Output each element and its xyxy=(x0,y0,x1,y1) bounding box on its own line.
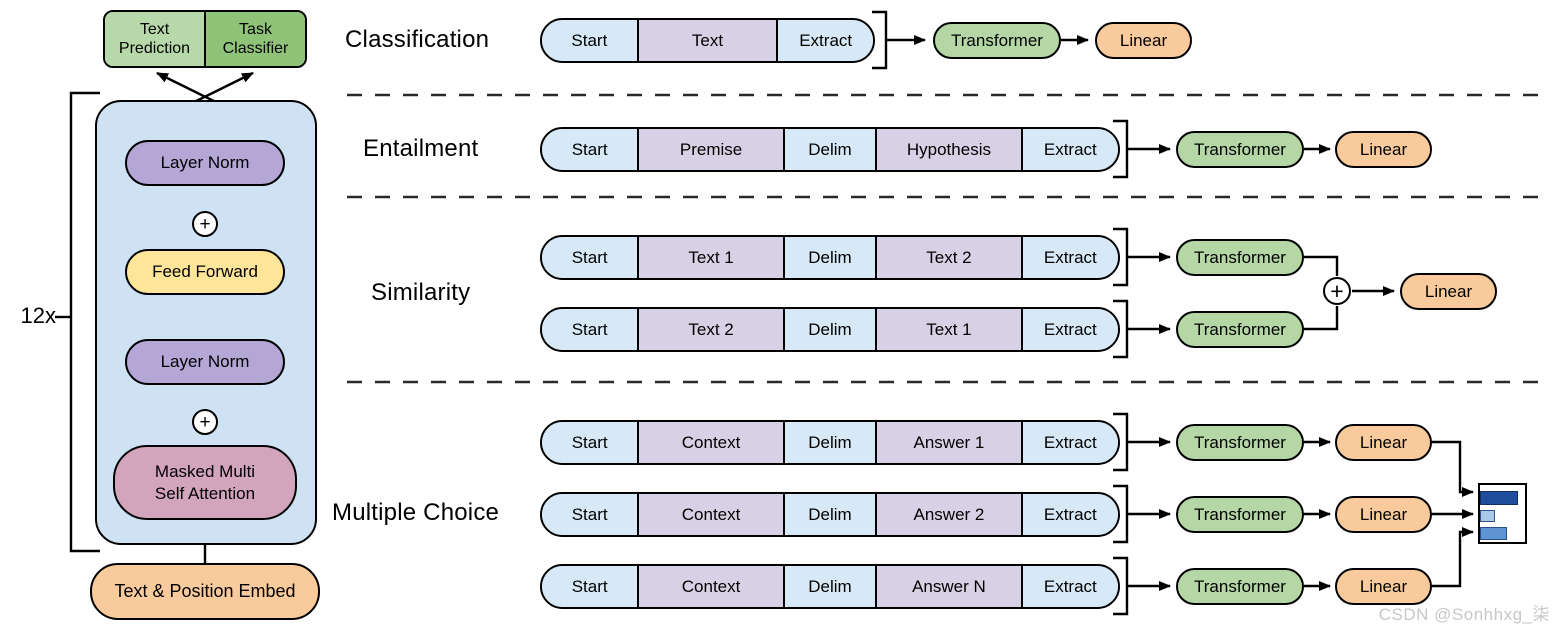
multiple-choice-input-sequence-3: Start Context Delim Answer N Extract xyxy=(540,564,1120,609)
multiple-choice-input-sequence-1: Start Context Delim Answer 1 Extract xyxy=(540,420,1120,465)
similarity-input-sequence-2: Start Text 2 Delim Text 1 Extract xyxy=(540,307,1120,352)
pill-segment: Extract xyxy=(776,20,873,61)
pill-segment: Start xyxy=(542,566,638,607)
pill-segment: Start xyxy=(542,129,638,170)
pill-segment: Delim xyxy=(782,237,876,278)
multiple-choice-input-sequence-2: Start Context Delim Answer 2 Extract xyxy=(540,492,1120,537)
pill-segment: Extract xyxy=(1020,494,1118,535)
pill-segment: Extract xyxy=(1020,129,1118,170)
pill-segment: Text 1 xyxy=(637,237,783,278)
pill-segment: Text 1 xyxy=(875,309,1021,350)
score-bar xyxy=(1480,491,1518,505)
pill-segment: Context xyxy=(637,494,783,535)
task-classifier-head: Task Classifier xyxy=(206,12,305,66)
pill-segment: Start xyxy=(542,309,638,350)
pill-segment: Start xyxy=(542,494,638,535)
pill-segment: Delim xyxy=(782,566,876,607)
answer-scores-chart-icon xyxy=(1478,483,1527,544)
linear-node: Linear xyxy=(1335,424,1432,461)
multiple-choice-wires xyxy=(1113,412,1474,616)
pill-segment: Context xyxy=(637,422,783,463)
pill-segment: Text 2 xyxy=(637,309,783,350)
entailment-wires xyxy=(1113,119,1331,179)
pill-segment: Context xyxy=(637,566,783,607)
attention-label-line2: Self Attention xyxy=(154,483,256,503)
transformer-node: Transformer xyxy=(1176,239,1304,276)
pill-segment: Extract xyxy=(1020,566,1118,607)
pill-segment: Answer 2 xyxy=(875,494,1021,535)
watermark: CSDN @Sonhhxg_柒 xyxy=(1378,605,1550,624)
entailment-label: Entailment xyxy=(363,135,479,162)
pill-segment: Extract xyxy=(1020,422,1118,463)
output-heads: Text Prediction Task Classifier xyxy=(103,10,307,68)
attention-label-line1: Masked Multi xyxy=(154,462,256,482)
pill-segment: Delim xyxy=(782,422,876,463)
multiple-choice-label: Multiple Choice xyxy=(332,499,500,526)
transformer-node: Transformer xyxy=(933,22,1061,59)
task-dividers xyxy=(347,93,1548,384)
entailment-input-sequence: Start Premise Delim Hypothesis Extract xyxy=(540,127,1120,172)
linear-node: Linear xyxy=(1335,496,1432,533)
layer-norm-bottom: Layer Norm xyxy=(125,339,285,385)
pill-segment: Text 2 xyxy=(875,237,1021,278)
feed-forward: Feed Forward xyxy=(125,249,285,295)
pill-segment: Premise xyxy=(637,129,783,170)
linear-node: Linear xyxy=(1335,131,1432,168)
similarity-label: Similarity xyxy=(371,279,471,306)
transformer-node: Transformer xyxy=(1176,311,1304,348)
linear-node: Linear xyxy=(1400,273,1497,310)
pill-segment: Start xyxy=(542,422,638,463)
masked-multi-self-attention: Masked Multi Self Attention xyxy=(113,445,297,520)
transformer-node: Transformer xyxy=(1176,568,1304,605)
score-bar xyxy=(1480,527,1507,540)
pill-segment: Start xyxy=(542,20,637,61)
pill-segment: Delim xyxy=(782,494,876,535)
score-bar xyxy=(1480,510,1495,522)
pill-segment: Extract xyxy=(1020,309,1118,350)
text-position-embed: Text & Position Embed xyxy=(90,563,320,620)
pill-segment: Answer N xyxy=(875,566,1021,607)
linear-node: Linear xyxy=(1095,22,1192,59)
linear-node: Linear xyxy=(1335,568,1432,605)
classification-wires xyxy=(872,10,1089,70)
add-icon: + xyxy=(1323,277,1351,305)
repeat-count-label: 12x xyxy=(20,303,56,328)
pill-segment: Delim xyxy=(782,129,876,170)
pill-segment: Extract xyxy=(1020,237,1118,278)
text-prediction-head: Text Prediction xyxy=(105,12,206,66)
add-icon: + xyxy=(192,211,218,237)
similarity-input-sequence-1: Start Text 1 Delim Text 2 Extract xyxy=(540,235,1120,280)
similarity-wires xyxy=(1113,227,1395,359)
layer-norm-top: Layer Norm xyxy=(125,140,285,186)
add-icon: + xyxy=(192,409,218,435)
pill-segment: Text xyxy=(636,20,777,61)
classification-input-sequence: Start Text Extract xyxy=(540,18,875,63)
pill-segment: Delim xyxy=(782,309,876,350)
transformer-node: Transformer xyxy=(1176,131,1304,168)
classification-label: Classification xyxy=(345,26,490,53)
pill-segment: Hypothesis xyxy=(875,129,1021,170)
transformer-node: Transformer xyxy=(1176,424,1304,461)
repeat-bracket xyxy=(69,91,100,553)
pill-segment: Answer 1 xyxy=(875,422,1021,463)
transformer-node: Transformer xyxy=(1176,496,1304,533)
pill-segment: Start xyxy=(542,237,638,278)
